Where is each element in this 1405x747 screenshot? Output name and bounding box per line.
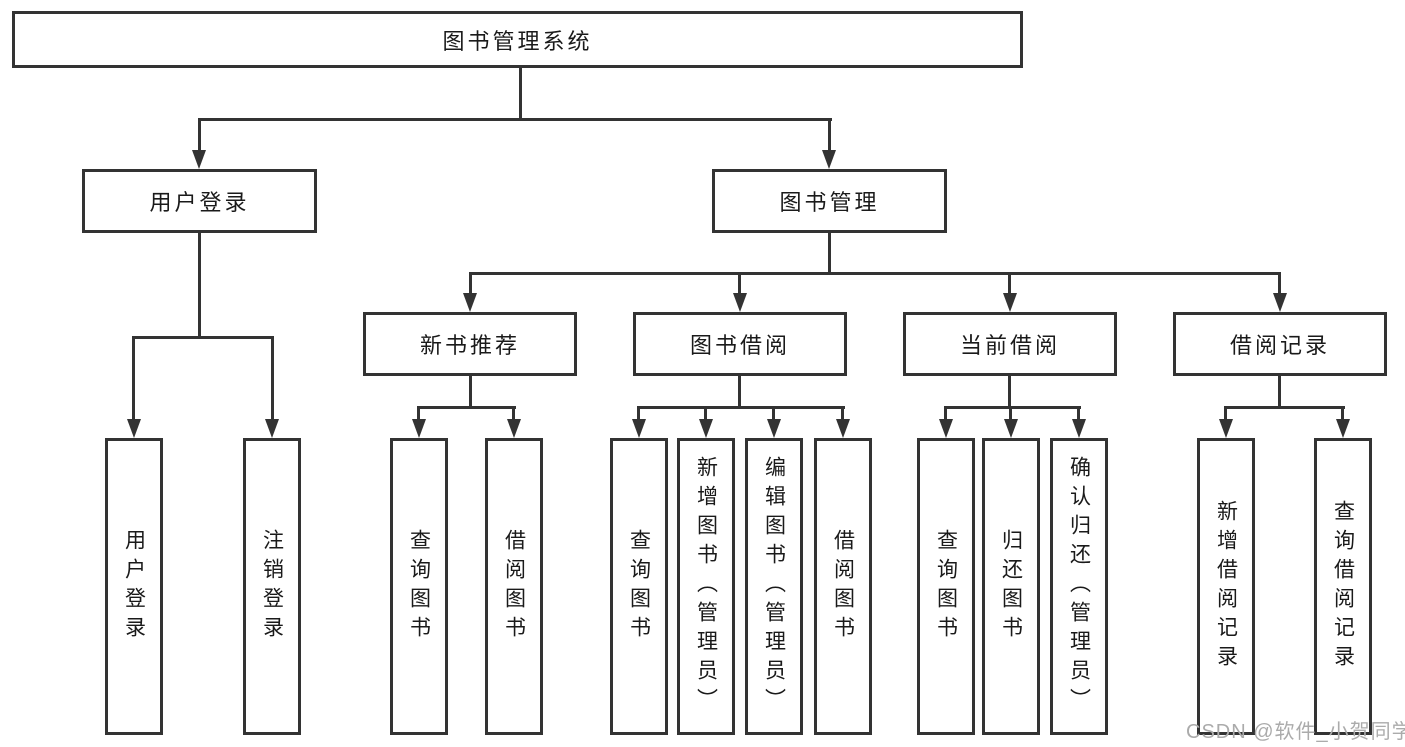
node-new-book-recommend: 新书推荐	[363, 312, 577, 376]
leaf-edit-book-admin: 编辑图书（管理员）	[745, 438, 803, 735]
leaf-query-books-recommend: 查询图书	[390, 438, 448, 735]
connector-to-leaf-query-current	[944, 406, 947, 421]
leaf-borrow-books-label: 借阅图书	[831, 528, 855, 645]
node-library-management-system-label: 图书管理系统	[442, 28, 593, 54]
connector-to-leaf-return-books	[1009, 406, 1012, 421]
arrowhead-to-leaf-user-login	[127, 419, 141, 438]
arrowhead-to-leaf-add-book	[699, 419, 713, 438]
arrowhead-to-leaf-return-books	[1004, 419, 1018, 438]
leaf-return-books: 归还图书	[982, 438, 1040, 735]
node-borrowing-records: 借阅记录	[1173, 312, 1387, 376]
leaf-borrow-books-recommend-label: 借阅图书	[502, 528, 526, 645]
node-current-borrowing-label: 当前借阅	[959, 333, 1060, 358]
node-book-borrowing-label: 图书借阅	[689, 333, 790, 358]
arrowhead-to-leaf-query-borrow	[632, 419, 646, 438]
node-book-management-label: 图书管理	[779, 190, 880, 215]
leaf-return-books-label: 归还图书	[999, 528, 1023, 645]
leaf-user-login: 用户登录	[105, 438, 163, 735]
leaf-confirm-return-admin-label: 确认归还（管理员）	[1067, 456, 1091, 717]
leaf-logout: 注销登录	[243, 438, 301, 735]
leaf-borrow-books: 借阅图书	[814, 438, 872, 735]
connector-to-book-borrowing	[738, 272, 741, 295]
csdn-watermark: CSDN @软件_小贺同学	[1186, 721, 1405, 743]
connector-current-stem	[1008, 376, 1011, 406]
arrowhead-to-leaf-query-current	[939, 419, 953, 438]
leaf-query-books-current: 查询图书	[917, 438, 975, 735]
connector-recommend-crossbar	[417, 406, 516, 409]
node-current-borrowing: 当前借阅	[903, 312, 1117, 376]
leaf-add-borrow-record-label: 新增借阅记录	[1214, 499, 1238, 674]
node-borrowing-records-label: 借阅记录	[1229, 333, 1330, 358]
connector-to-leaf-query-recommend	[417, 406, 420, 421]
node-book-management: 图书管理	[712, 169, 947, 233]
arrowhead-to-leaf-edit-book	[767, 419, 781, 438]
connector-to-leaf-query-borrow	[637, 406, 640, 421]
arrowhead-to-leaf-add-record	[1219, 419, 1233, 438]
node-new-book-recommend-label: 新书推荐	[419, 333, 520, 358]
connector-to-user-login	[198, 118, 201, 153]
leaf-query-borrow-record: 查询借阅记录	[1314, 438, 1372, 735]
arrowhead-to-leaf-logout	[265, 419, 279, 438]
arrowhead-to-user-login	[192, 150, 206, 169]
arrowhead-to-borrowing-records	[1273, 293, 1287, 312]
connector-to-leaf-borrow-books	[841, 406, 844, 421]
leaf-confirm-return-admin: 确认归还（管理员）	[1050, 438, 1108, 735]
node-user-login-label: 用户登录	[149, 190, 250, 215]
connector-to-new-book-recommend	[469, 272, 472, 295]
connector-recommend-stem	[469, 376, 472, 406]
leaf-add-borrow-record: 新增借阅记录	[1197, 438, 1255, 735]
leaf-query-books-current-label: 查询图书	[934, 528, 958, 645]
connector-book-management-crossbar	[469, 272, 1281, 275]
connector-records-stem	[1278, 376, 1281, 406]
arrowhead-to-leaf-borrow-recommend	[507, 419, 521, 438]
connector-to-book-management	[828, 118, 831, 153]
node-library-management-system: 图书管理系统	[12, 11, 1023, 68]
arrowhead-to-leaf-query-recommend	[412, 419, 426, 438]
connector-to-leaf-confirm-return	[1077, 406, 1080, 421]
arrowhead-to-leaf-query-record	[1336, 419, 1350, 438]
connector-user-login-stem	[198, 233, 201, 337]
node-book-borrowing: 图书借阅	[633, 312, 847, 376]
leaf-query-borrow-record-label: 查询借阅记录	[1331, 499, 1355, 674]
arrowhead-to-leaf-confirm-return	[1072, 419, 1086, 438]
connector-to-leaf-query-record	[1341, 406, 1344, 421]
connector-root-crossbar	[198, 118, 832, 121]
connector-records-crossbar	[1224, 406, 1345, 409]
connector-to-borrowing-records	[1278, 272, 1281, 295]
leaf-user-login-label: 用户登录	[122, 528, 146, 645]
connector-to-leaf-user-login	[132, 336, 135, 420]
arrowhead-to-leaf-borrow-books	[836, 419, 850, 438]
connector-root-stem	[519, 68, 522, 118]
arrowhead-to-current-borrowing	[1003, 293, 1017, 312]
node-user-login: 用户登录	[82, 169, 317, 233]
connector-borrowing-crossbar	[637, 406, 845, 409]
connector-to-leaf-add-book	[704, 406, 707, 421]
connector-to-leaf-borrow-recommend	[512, 406, 515, 421]
leaf-query-books-borrow-label: 查询图书	[627, 528, 651, 645]
arrowhead-to-new-book-recommend	[463, 293, 477, 312]
leaf-add-book-admin-label: 新增图书（管理员）	[694, 456, 718, 717]
leaf-logout-label: 注销登录	[260, 528, 284, 645]
leaf-query-books-borrow: 查询图书	[610, 438, 668, 735]
connector-to-leaf-logout	[271, 336, 274, 420]
arrowhead-to-book-management	[822, 150, 836, 169]
leaf-add-book-admin: 新增图书（管理员）	[677, 438, 735, 735]
connector-current-crossbar	[944, 406, 1081, 409]
connector-to-leaf-add-record	[1224, 406, 1227, 421]
connector-user-login-crossbar	[132, 336, 274, 339]
leaf-borrow-books-recommend: 借阅图书	[485, 438, 543, 735]
connector-to-current-borrowing	[1008, 272, 1011, 295]
leaf-edit-book-admin-label: 编辑图书（管理员）	[762, 456, 786, 717]
connector-to-leaf-edit-book	[772, 406, 775, 421]
connector-book-management-stem	[828, 233, 831, 273]
leaf-query-books-recommend-label: 查询图书	[407, 528, 431, 645]
connector-borrowing-stem	[738, 376, 741, 406]
arrowhead-to-book-borrowing	[733, 293, 747, 312]
